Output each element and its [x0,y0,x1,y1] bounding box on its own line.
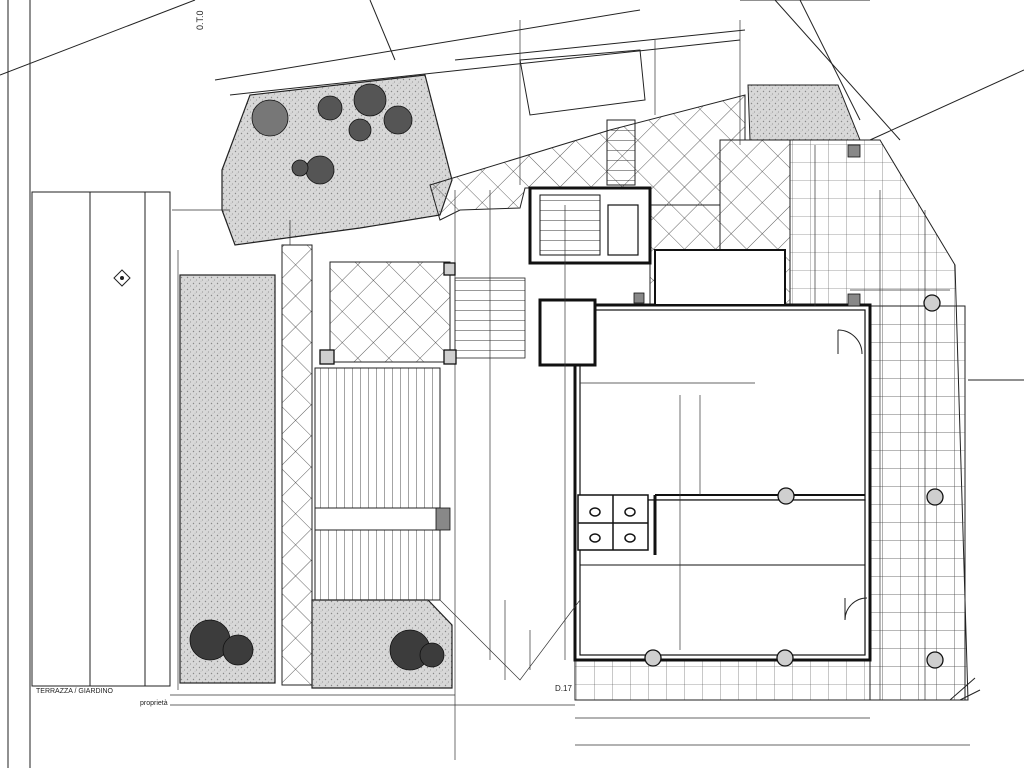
margin-lines [7,0,31,768]
building-walls [573,303,872,662]
corner-marks [949,677,981,701]
wc-block [577,494,649,551]
ramp-upper [314,367,441,509]
dimension-lines [170,20,970,760]
grid-paving [574,139,969,701]
street-label: 0.T.0 [195,10,205,30]
tree-cluster-bottom [189,619,445,671]
door-swings [837,329,868,621]
bottom-center-label: D.17 [555,684,572,693]
left-garden [179,274,276,684]
bottom-left-title: TERRAZZA / GIARDINO [36,688,114,695]
left-strip [31,191,171,687]
ramp-lower [314,507,441,601]
street-band [0,0,1024,381]
structural-columns [319,262,944,669]
top-right-planting [747,84,861,141]
level-marker-icon [113,269,131,287]
tree-cluster-top [251,83,413,185]
pillar-markers [435,144,861,531]
bottom-left-sub: proprietà [140,700,168,707]
stair-core [528,186,786,367]
